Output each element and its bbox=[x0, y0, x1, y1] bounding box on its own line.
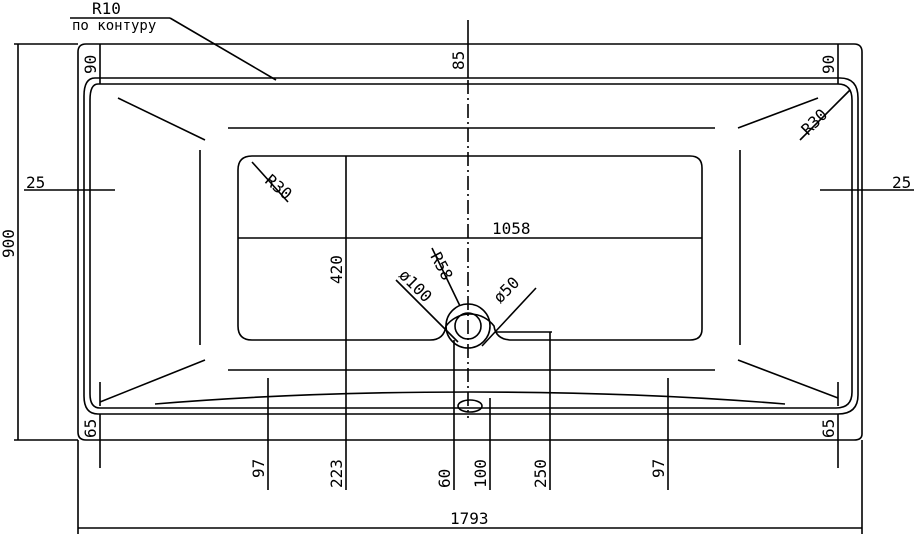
dim-drain-inner: ø50 bbox=[489, 273, 523, 307]
dim-rim-left-top: 90 bbox=[81, 55, 100, 74]
dim-side-right: 25 bbox=[892, 173, 911, 192]
dim-drain-zone-width: 420 bbox=[327, 255, 346, 284]
dim-overall-length: 1793 bbox=[450, 509, 489, 528]
radius-outline-label: R10 bbox=[92, 0, 121, 18]
dim-60: 60 bbox=[435, 469, 454, 488]
dim-inner-radius: R30 bbox=[261, 171, 295, 204]
dim-overall-width: 900 bbox=[0, 229, 18, 258]
outer-rim bbox=[77, 43, 863, 441]
overflow-hole bbox=[457, 399, 483, 413]
dim-corner-radius: R30 bbox=[797, 105, 831, 139]
dim-side-left: 25 bbox=[26, 173, 45, 192]
dim-rim-right-top: 90 bbox=[819, 55, 838, 74]
dim-223: 223 bbox=[327, 459, 346, 488]
dim-250: 250 bbox=[531, 459, 550, 488]
radius-outline-note: по контуру bbox=[72, 18, 156, 34]
dim-bottom-right: 65 bbox=[819, 419, 838, 438]
dim-drain-zone-length: 1058 bbox=[492, 219, 531, 238]
dim-drain-radius: R58 bbox=[426, 249, 456, 283]
dim-bottom-left: 65 bbox=[81, 419, 100, 438]
dim-rim-top: 85 bbox=[449, 51, 468, 70]
dim-100: 100 bbox=[471, 459, 490, 488]
bath-inner-outline-2 bbox=[89, 83, 853, 409]
dim-foot-left: 97 bbox=[249, 459, 268, 478]
dim-foot-right: 97 bbox=[649, 459, 668, 478]
